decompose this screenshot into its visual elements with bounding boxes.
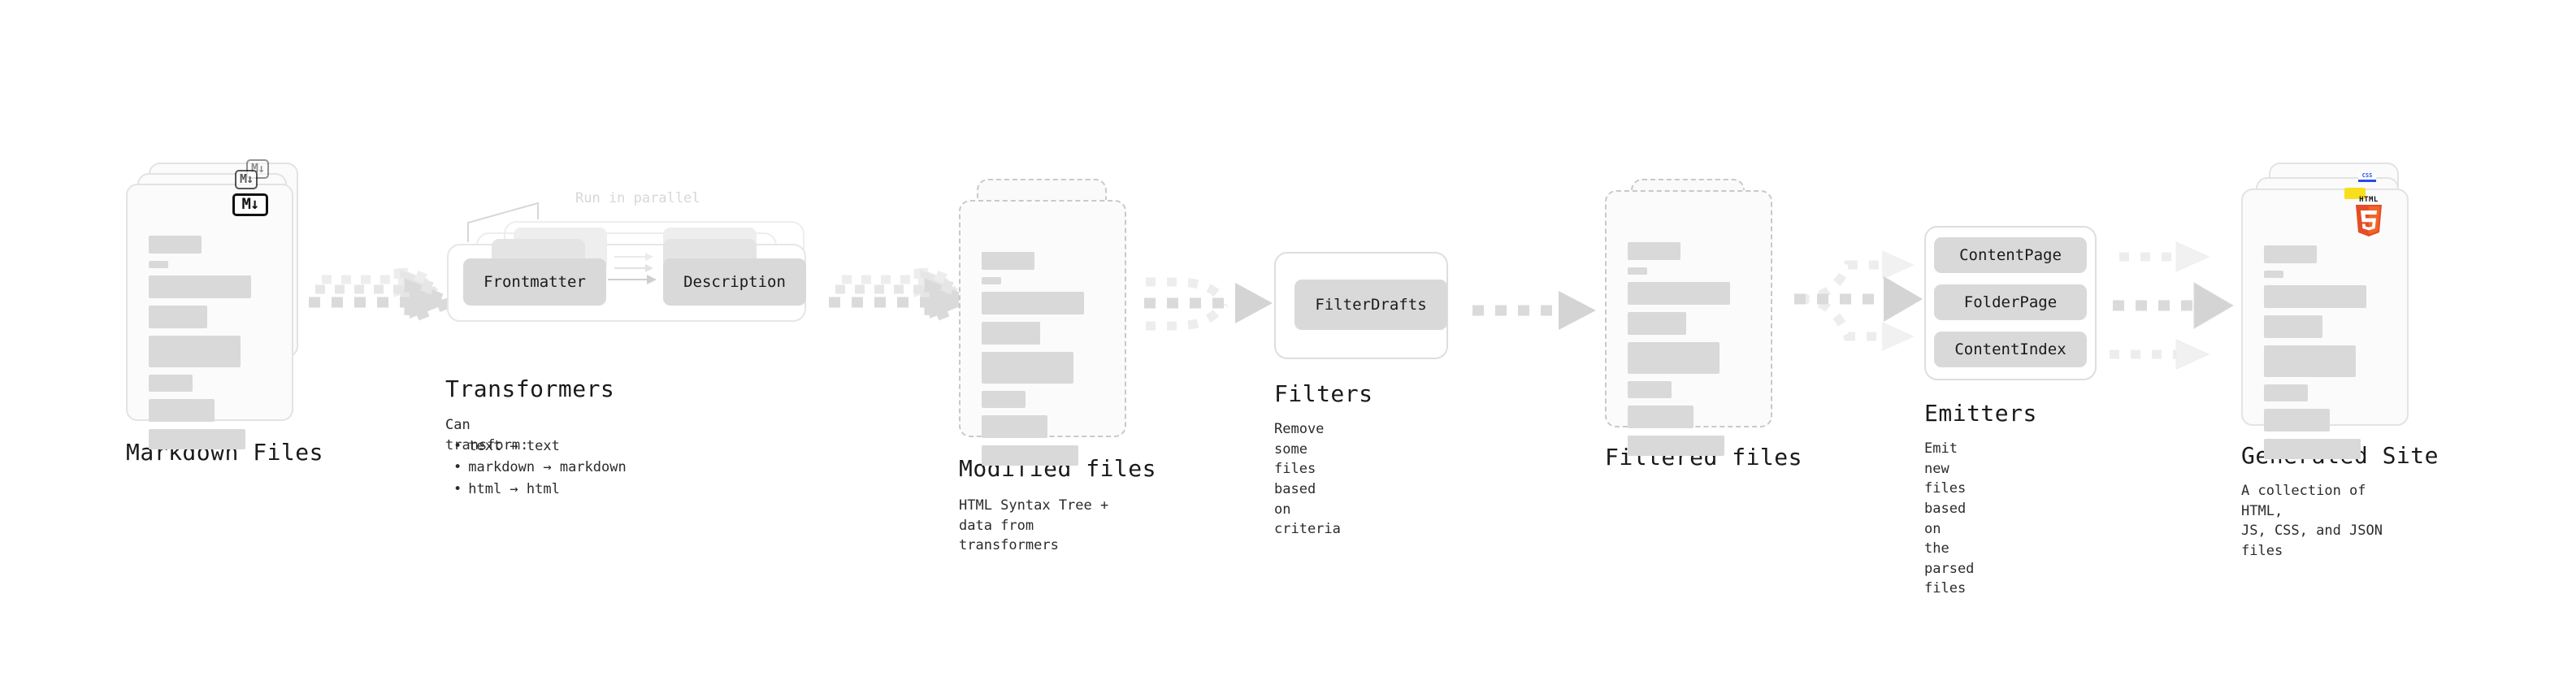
site-placeholder-bars	[2264, 245, 2386, 466]
chip-frontmatter[interactable]: Frontmatter	[463, 258, 606, 306]
markdown-badge-icon-back: M↓	[246, 159, 270, 179]
html5-badge-icon: HTML	[2352, 197, 2386, 241]
connector-emitters-to-site	[2110, 228, 2256, 385]
html5-word-label: HTML	[2359, 196, 2379, 204]
stage-subtitle-emitters: Emit new files based on the parsed files	[1924, 440, 1975, 597]
stage-title-emitters: Emitters	[1924, 400, 2037, 427]
css-badge-icon: CSS	[2358, 173, 2376, 182]
stage-subtitle-modified-files: HTML Syntax Tree + data from transformer…	[959, 497, 1109, 554]
site-card-front	[2241, 189, 2409, 459]
chip-filterdrafts[interactable]: FilterDrafts	[1295, 280, 1447, 330]
stage-filtered-files: Filtered files	[1605, 179, 1802, 471]
stage-subtitle-filters: Remove some files based on criteria	[1274, 421, 1341, 538]
filtered-card-stack	[1605, 179, 1777, 456]
connector-md-to-transformers	[307, 262, 465, 336]
filtered-placeholder-bars	[1628, 242, 1750, 463]
stage-title-filters: Filters	[1274, 380, 1373, 407]
connector-transformers-to-modified	[827, 262, 985, 336]
chip-contentindex[interactable]: ContentIndex	[1934, 332, 2087, 367]
inner-arrow-front	[608, 273, 658, 289]
modified-card-stack	[959, 179, 1131, 466]
js-badge-icon	[2344, 188, 2366, 199]
inner-arrow-mid	[614, 262, 655, 277]
run-in-parallel-label: Run in parallel	[575, 190, 700, 206]
list-item: html → html	[453, 479, 627, 500]
inner-arrow-back	[614, 250, 655, 266]
chip-contentpage[interactable]: ContentPage	[1934, 237, 2087, 273]
modified-placeholder-bars	[982, 252, 1104, 473]
transformer-capability-list: text → text markdown → markdown html → h…	[453, 436, 627, 500]
connector-filtered-to-emitters	[1780, 236, 1942, 369]
stage-markdown-files: M↓ M↓ M↓ Markdown Files	[126, 159, 323, 466]
stage-title-transformers: Transformers	[445, 375, 615, 402]
stage-generated-site: CSS HTML Generated Site A collection of …	[2241, 163, 2439, 559]
connector-modified-to-filters	[1136, 256, 1290, 349]
markdown-card-front	[126, 184, 293, 449]
site-card-stack: CSS HTML	[2241, 163, 2413, 459]
markdown-placeholder-bars	[149, 236, 271, 457]
markdown-card-stack: M↓ M↓ M↓	[126, 159, 298, 449]
list-item: text → text	[453, 436, 627, 457]
stage-modified-files: Modified files HTML Syntax Tree + data f…	[959, 179, 1156, 553]
markdown-badge-icon: M↓	[232, 193, 268, 216]
filtered-card-front	[1605, 190, 1772, 456]
chip-description[interactable]: Description	[663, 258, 806, 306]
modified-card-front	[959, 200, 1126, 466]
markdown-badge-icon-mid: M↓	[235, 170, 258, 189]
connector-filters-to-filtered	[1468, 286, 1606, 338]
run-in-parallel-leader	[463, 195, 569, 247]
stage-subtitle-generated-site: A collection of HTML, JS, CSS, and JSON …	[2241, 483, 2383, 559]
chip-folderpage[interactable]: FolderPage	[1934, 284, 2087, 320]
list-item: markdown → markdown	[453, 457, 626, 478]
